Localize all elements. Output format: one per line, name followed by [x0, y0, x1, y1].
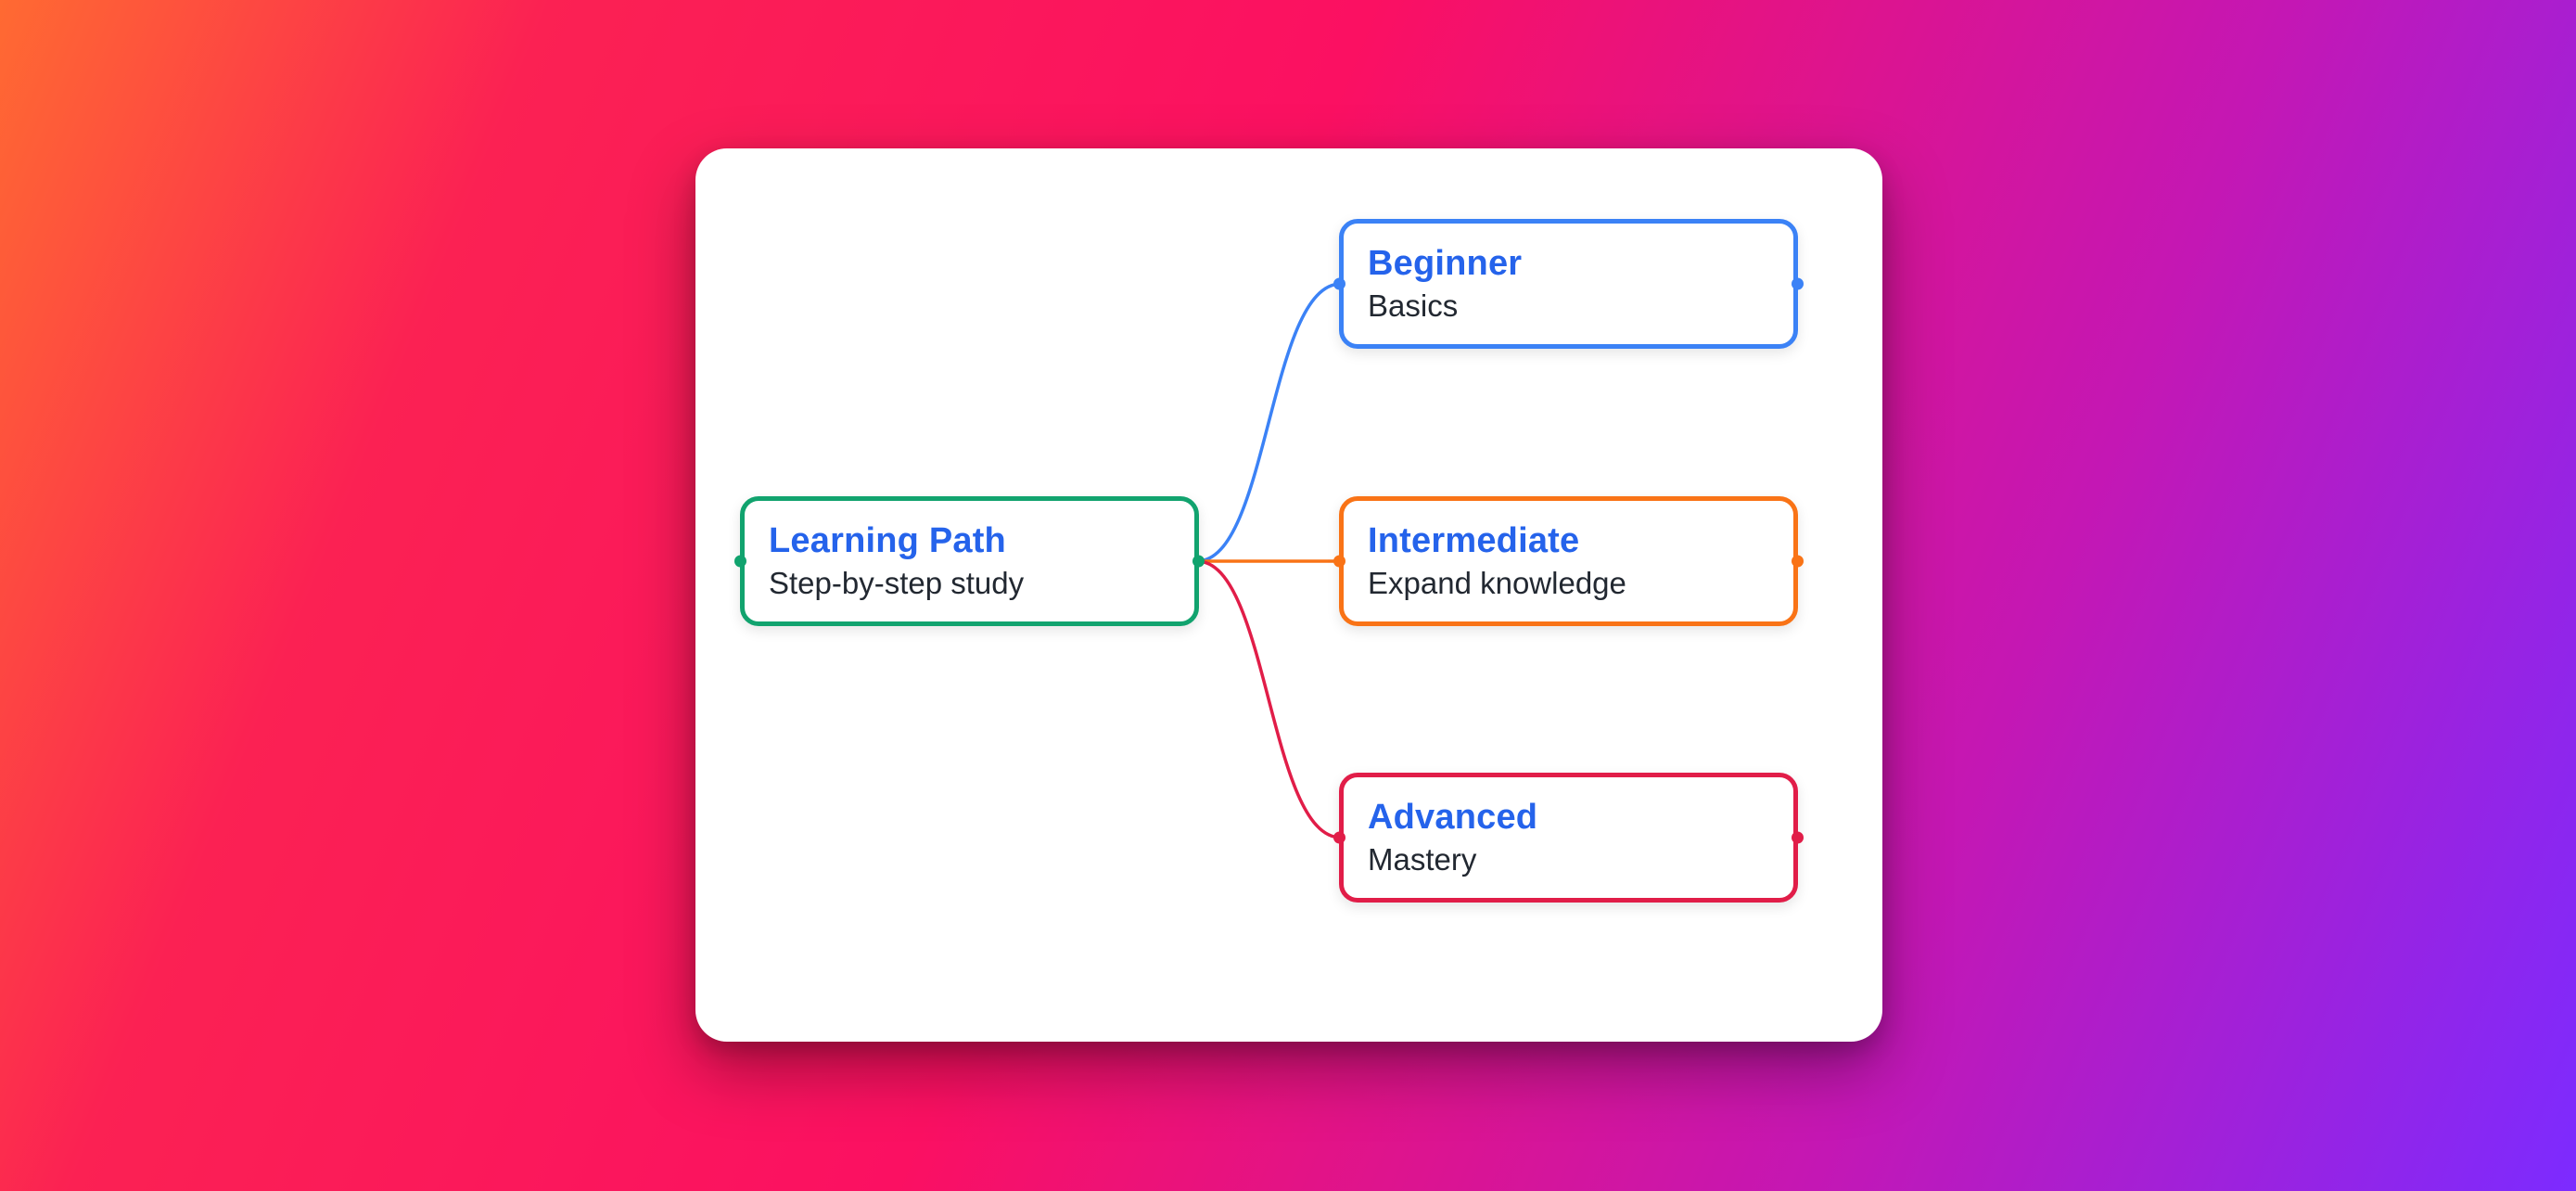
edges-layer [1196, 282, 1342, 839]
node-intermediate[interactable]: Intermediate Expand knowledge [1333, 496, 1804, 626]
node-subtitle: Expand knowledge [1368, 566, 1626, 601]
node-subtitle: Step-by-step study [769, 566, 1025, 601]
node-subtitle: Basics [1368, 288, 1459, 324]
edge-learning-path-advanced[interactable] [1196, 559, 1342, 839]
handle-right[interactable] [1792, 831, 1804, 844]
node-learning-path[interactable]: Learning Path Step-by-step study [734, 496, 1205, 626]
handle-right[interactable] [1192, 555, 1205, 568]
handle-left[interactable] [1333, 831, 1345, 844]
node-beginner[interactable]: Beginner Basics [1333, 219, 1804, 349]
handle-right[interactable] [1792, 555, 1804, 568]
handle-left[interactable] [1333, 277, 1345, 290]
handle-left[interactable] [734, 555, 746, 568]
node-advanced[interactable]: Advanced Mastery [1333, 773, 1804, 903]
edge-learning-path-beginner[interactable] [1196, 282, 1342, 563]
handle-left[interactable] [1333, 555, 1345, 568]
node-title: Learning Path [769, 520, 1006, 560]
node-title: Intermediate [1368, 520, 1580, 560]
handle-right[interactable] [1792, 277, 1804, 290]
node-title: Advanced [1368, 797, 1538, 837]
mindmap-canvas[interactable]: Learning Path Step-by-step study Beginne… [695, 148, 1882, 1042]
node-title: Beginner [1368, 243, 1523, 283]
node-subtitle: Mastery [1368, 842, 1477, 877]
